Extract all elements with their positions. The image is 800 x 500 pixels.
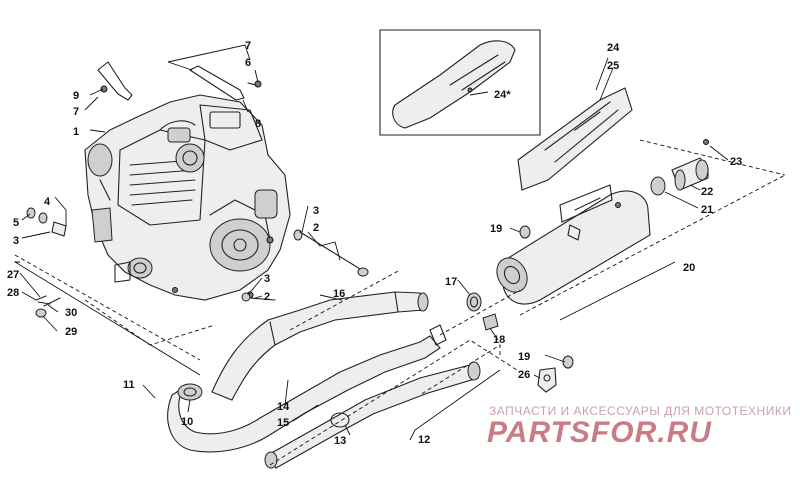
callout-10: 10: [181, 416, 193, 428]
callout-labels: 1 9 7 7 6 8 4 5 3 3 2 3 2 27 28 30 29 16…: [7, 40, 742, 447]
callout-2-right: 2: [313, 222, 319, 234]
callout-19-upper: 19: [490, 223, 502, 235]
callout-17: 17: [445, 276, 457, 288]
header-pipe-upper: [211, 291, 429, 401]
heat-shield: [517, 87, 633, 191]
callout-15: 15: [277, 417, 289, 429]
watermark-logo: PARTSFOR.RU: [487, 416, 712, 449]
callout-6: 6: [245, 57, 251, 69]
callout-11: 11: [123, 379, 135, 391]
callout-24: 24: [607, 42, 620, 54]
callout-13: 13: [334, 435, 346, 447]
callout-29: 29: [65, 326, 77, 338]
callout-5: 5: [13, 217, 19, 229]
callout-20: 20: [683, 262, 695, 274]
callout-4: 4: [44, 196, 51, 208]
callout-7-left: 7: [73, 106, 79, 118]
callout-3-lower: 3: [264, 273, 270, 285]
callout-27: 27: [7, 269, 19, 281]
callout-26: 26: [518, 369, 530, 381]
mid-pipe: [264, 361, 481, 469]
inset-heat-shield: [379, 29, 541, 136]
header-pipe-front: [167, 335, 441, 453]
callout-21: 21: [701, 204, 713, 216]
mount-hardware: [519, 225, 574, 393]
callout-3-left: 3: [13, 235, 19, 247]
callout-9: 9: [73, 90, 79, 102]
callout-7-top: 7: [245, 40, 251, 52]
callout-30: 30: [65, 307, 77, 319]
callout-12: 12: [418, 434, 430, 446]
callout-1: 1: [73, 126, 79, 138]
leader-lines: [13, 44, 786, 466]
callout-23: 23: [730, 156, 742, 168]
pipe-joint-hardware: [429, 292, 499, 346]
callout-25: 25: [607, 60, 619, 72]
callout-18: 18: [493, 334, 505, 346]
callout-24-star: 24*: [494, 89, 511, 101]
engine-assembly: [84, 94, 291, 301]
callout-16: 16: [333, 288, 345, 300]
callout-8: 8: [255, 118, 261, 130]
callout-2-lower: 2: [264, 291, 270, 303]
callout-14: 14: [277, 401, 290, 413]
callout-19-lower: 19: [518, 351, 530, 363]
watermark-caption: ЗАПЧАСТИ И АКСЕССУАРЫ ДЛЯ МОТОТЕХНИКИ: [489, 404, 792, 418]
callout-28: 28: [7, 287, 19, 299]
left-hardware: [26, 207, 67, 318]
callout-3-right: 3: [313, 205, 319, 217]
muffler: [496, 184, 651, 305]
spark-arrester: [650, 139, 709, 196]
engine-brackets: [97, 61, 262, 101]
callout-22: 22: [701, 186, 713, 198]
